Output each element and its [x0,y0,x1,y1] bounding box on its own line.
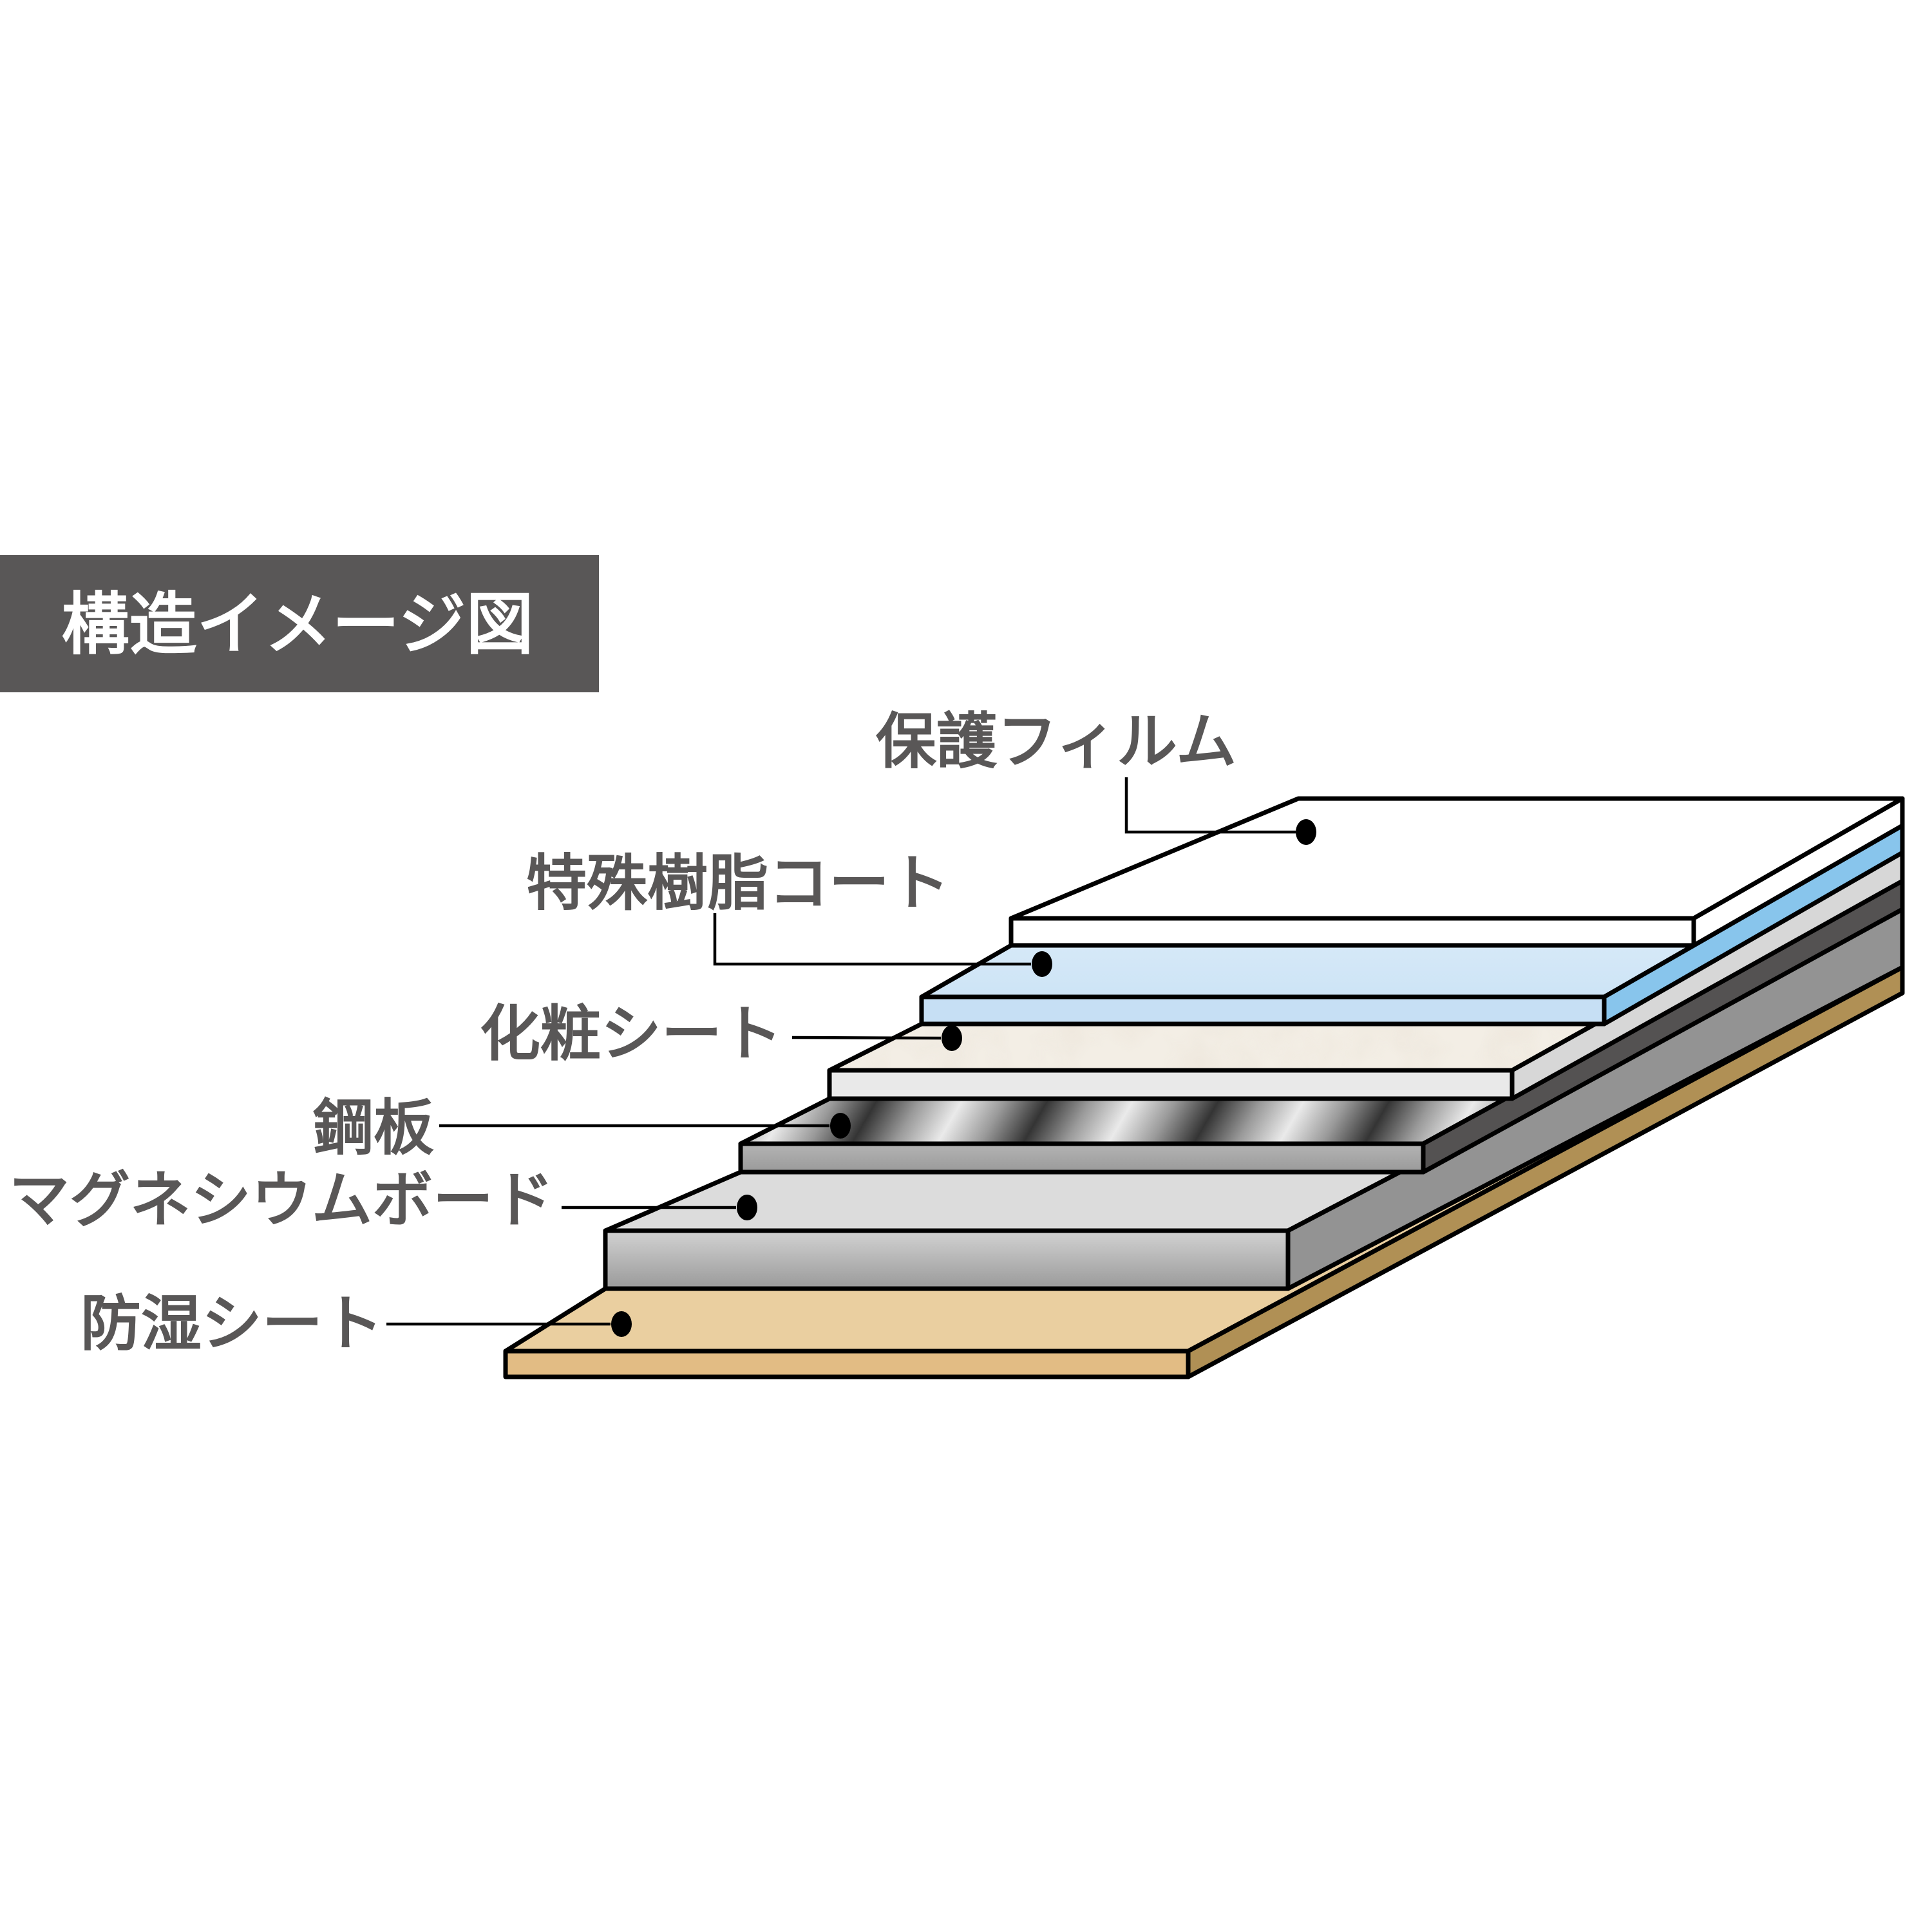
leader-lines-group [386,777,1296,1326]
leader-line-resin-coat [713,913,1031,966]
title-box [0,555,599,692]
leader-line-decorative-sheet [791,1036,942,1040]
title-text: 構造イメージ図 [62,585,534,664]
label-magnesium-board: マグネシウムボード [9,1166,554,1236]
decorative-sheet-cut-face [827,1068,1515,1101]
magnesium-board-cut-face [603,1228,1291,1291]
leader-dot-decorative-sheet [942,1025,962,1051]
label-steel-plate: 鋼板 [313,1094,434,1164]
steel-plate-cut-face [738,1141,1426,1175]
label-resin-coat: 特殊樹脂コート [526,849,950,919]
leader-dots-group [611,819,1316,1337]
resin-coat-cut-face [919,994,1607,1027]
layer-protective-film [1009,796,1905,948]
leader-dot-moisture-sheet [611,1311,632,1337]
protective-film-cut-face [1009,916,1696,948]
label-moisture-sheet: 防湿シート [80,1289,383,1359]
leader-dot-magnesium-board [737,1195,757,1220]
labels-group: 保護フィルム 特殊樹脂コート 化粧シート 鋼板 マグネシウムボード 防湿シート [9,707,1236,1359]
label-decorative-sheet: 化粧シート [480,999,782,1070]
label-protective-film: 保護フィルム [876,707,1236,777]
moisture-sheet-cut-face [503,1349,1191,1379]
leader-line-protective-film [1124,777,1296,834]
leader-dot-resin-coat [1032,951,1052,977]
leader-dot-steel-plate [830,1113,851,1139]
leader-dot-protective-film [1296,819,1316,845]
slab-group [503,796,1905,1379]
